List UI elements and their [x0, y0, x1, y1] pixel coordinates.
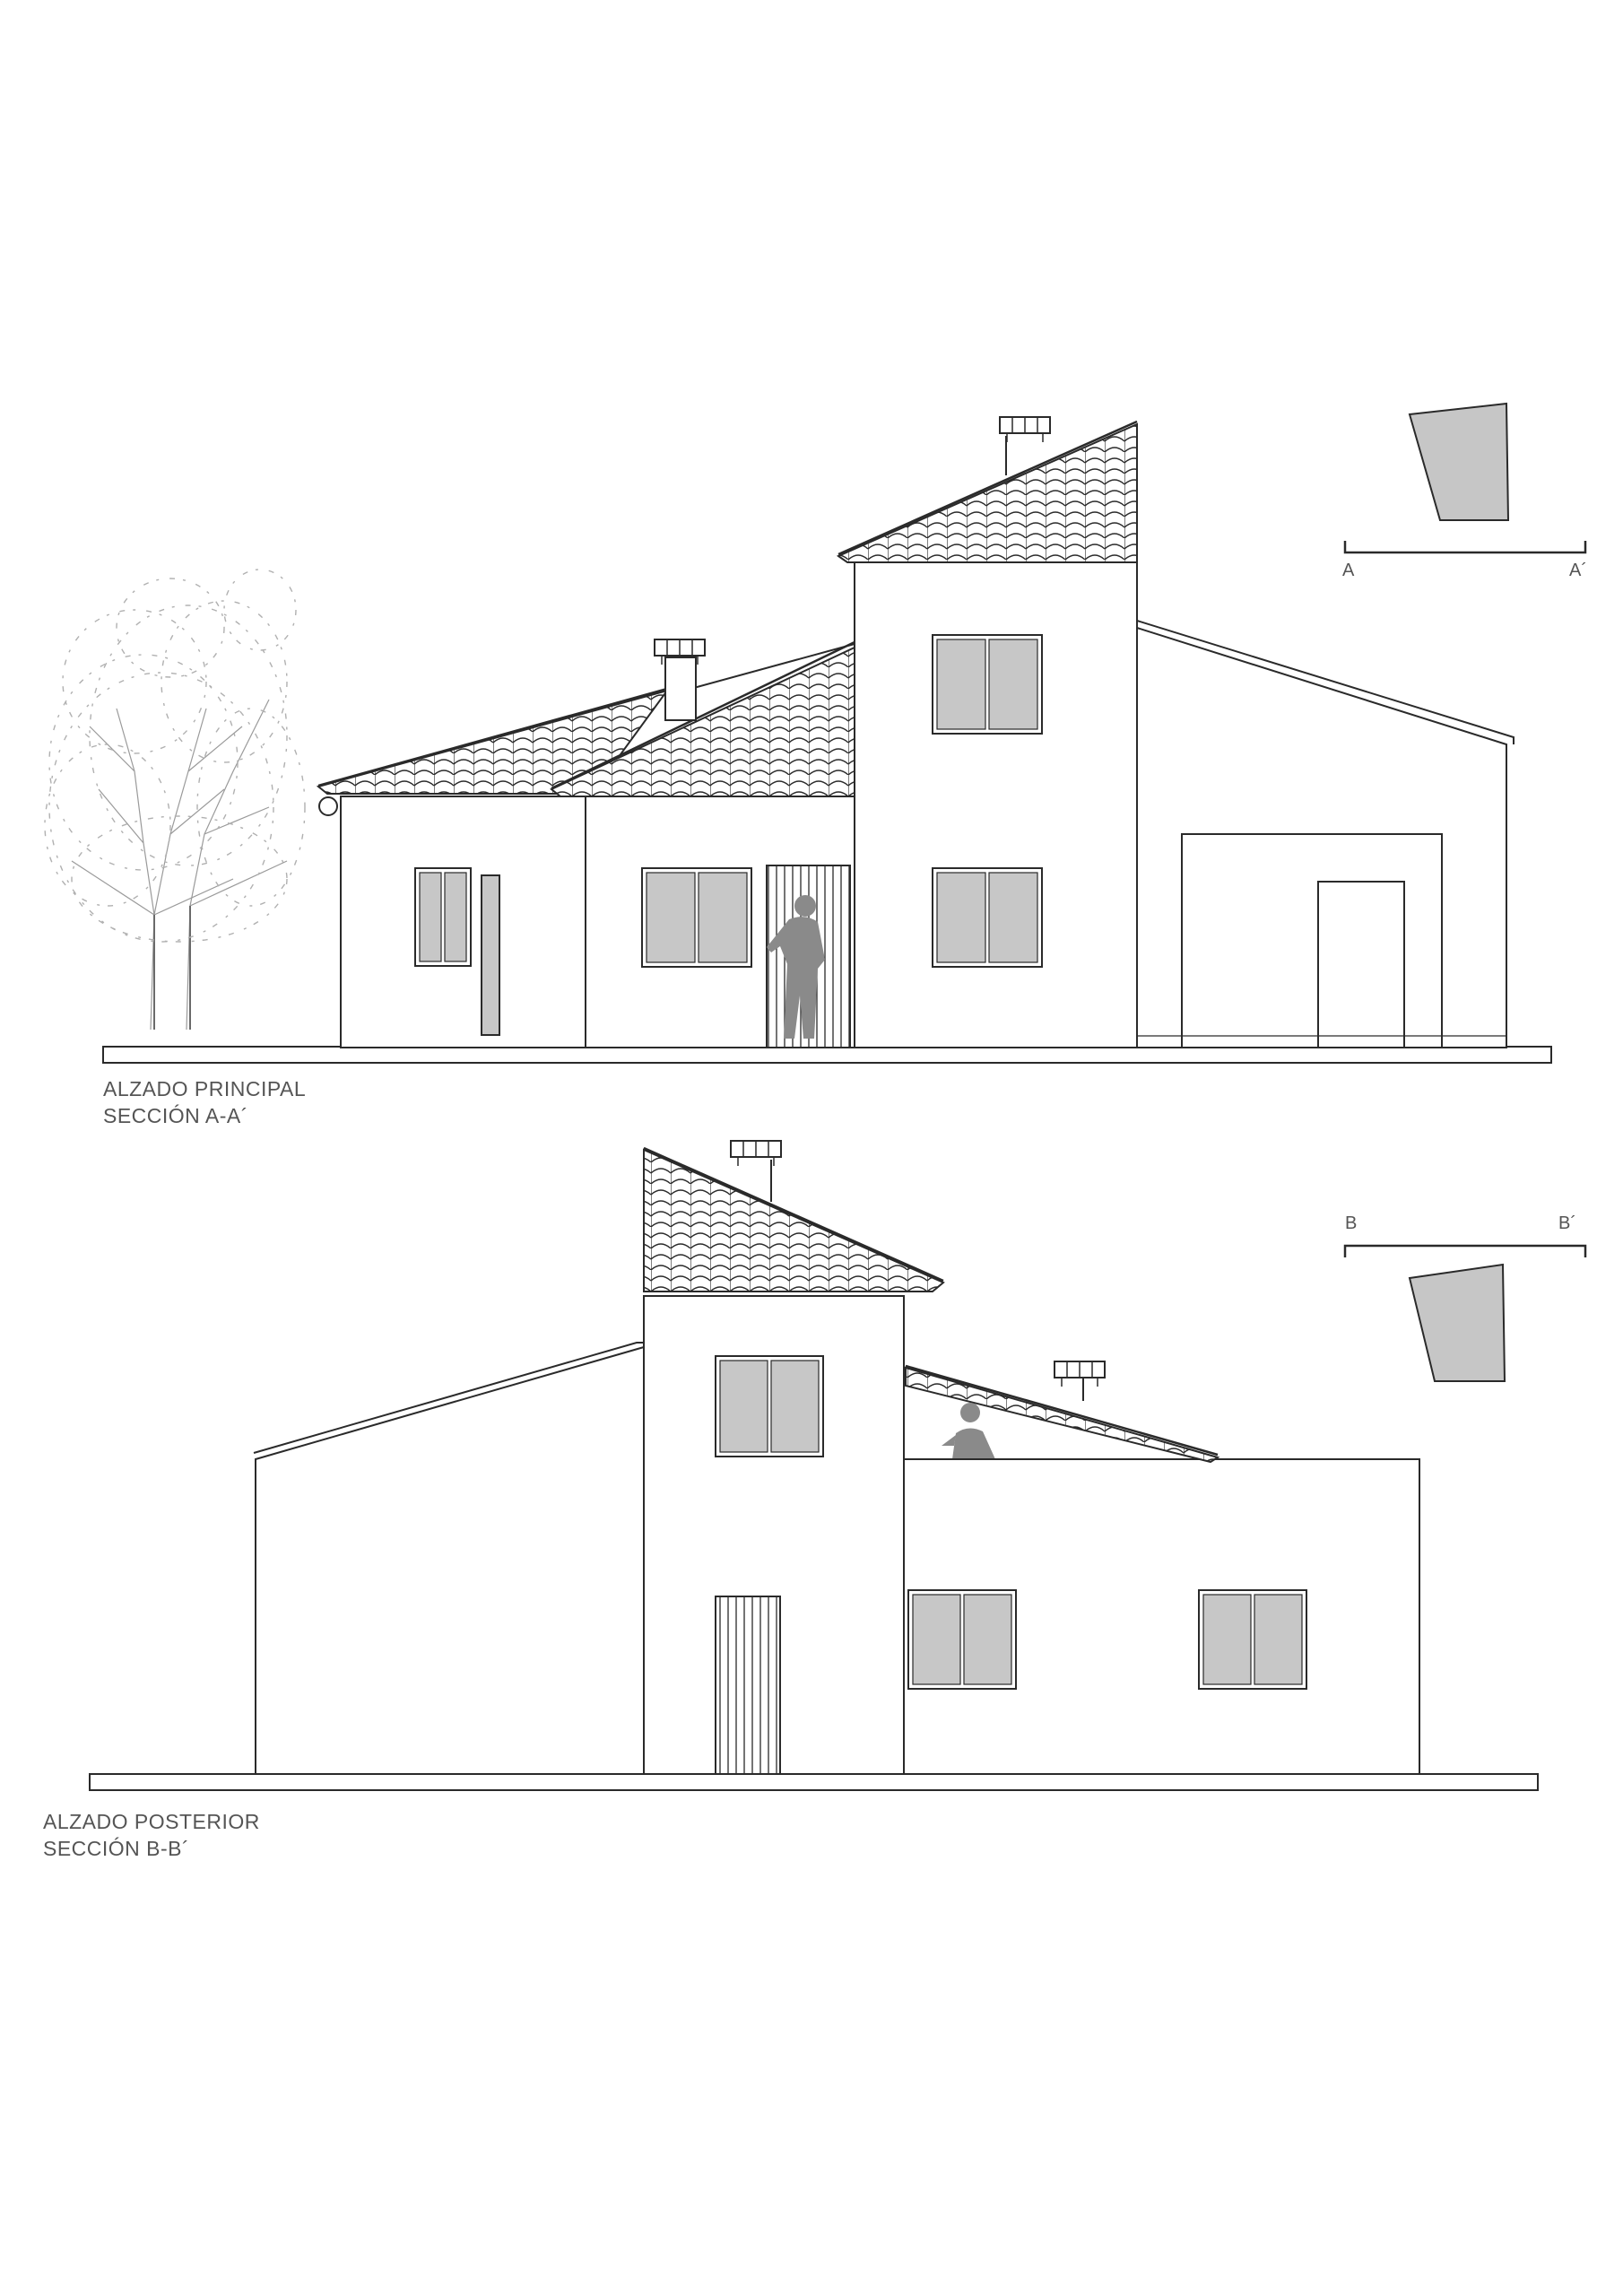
window-middle	[641, 867, 752, 968]
front-elevation	[44, 416, 1552, 1064]
key-plan-b	[1343, 1244, 1587, 1382]
window-tower-lower	[932, 867, 1043, 968]
front-elevation-title: ALZADO PRINCIPAL	[103, 1077, 307, 1100]
rear-window-right	[1198, 1589, 1307, 1690]
window-left-wing	[414, 867, 472, 967]
garage-roof-edge	[1136, 620, 1515, 744]
middle-roof	[550, 646, 855, 797]
rear-tower-roof	[643, 1148, 945, 1292]
rear-elevation-section: SECCIÓN B-B´	[43, 1837, 190, 1860]
gutter-end	[318, 796, 338, 816]
key-plan-a	[1343, 402, 1587, 554]
front-elevation-section: SECCIÓN A-A´	[103, 1104, 248, 1127]
narrow-window	[481, 874, 500, 1036]
rear-left-wing	[255, 1345, 645, 1775]
section-a-right-label: A´	[1569, 561, 1587, 580]
rear-door	[715, 1596, 781, 1775]
garage-opening	[1181, 833, 1443, 1048]
section-a-left-label: A	[1342, 561, 1355, 580]
rear-elevation-title: ALZADO POSTERIOR	[43, 1810, 260, 1833]
terrace-person	[942, 1403, 995, 1459]
section-b-right-label: B´	[1558, 1213, 1576, 1233]
section-b-left-label: B	[1345, 1213, 1358, 1233]
tree-illustration	[44, 569, 306, 1031]
rear-window-tower	[715, 1355, 824, 1457]
ground-line	[102, 1046, 1552, 1064]
rear-lean-roof	[905, 1366, 1220, 1464]
middle-roof-ridge	[690, 643, 855, 690]
window-tower-upper	[932, 634, 1043, 735]
tower-roof	[836, 422, 1138, 563]
garage-wall	[1136, 626, 1507, 1048]
garage-door	[1317, 881, 1405, 1048]
ground-line-rear	[89, 1773, 1539, 1791]
person-silhouette	[767, 895, 825, 1039]
rear-elevation	[89, 1140, 1539, 1791]
rear-window-middle	[907, 1589, 1017, 1690]
chimney-stack-left	[664, 657, 697, 721]
